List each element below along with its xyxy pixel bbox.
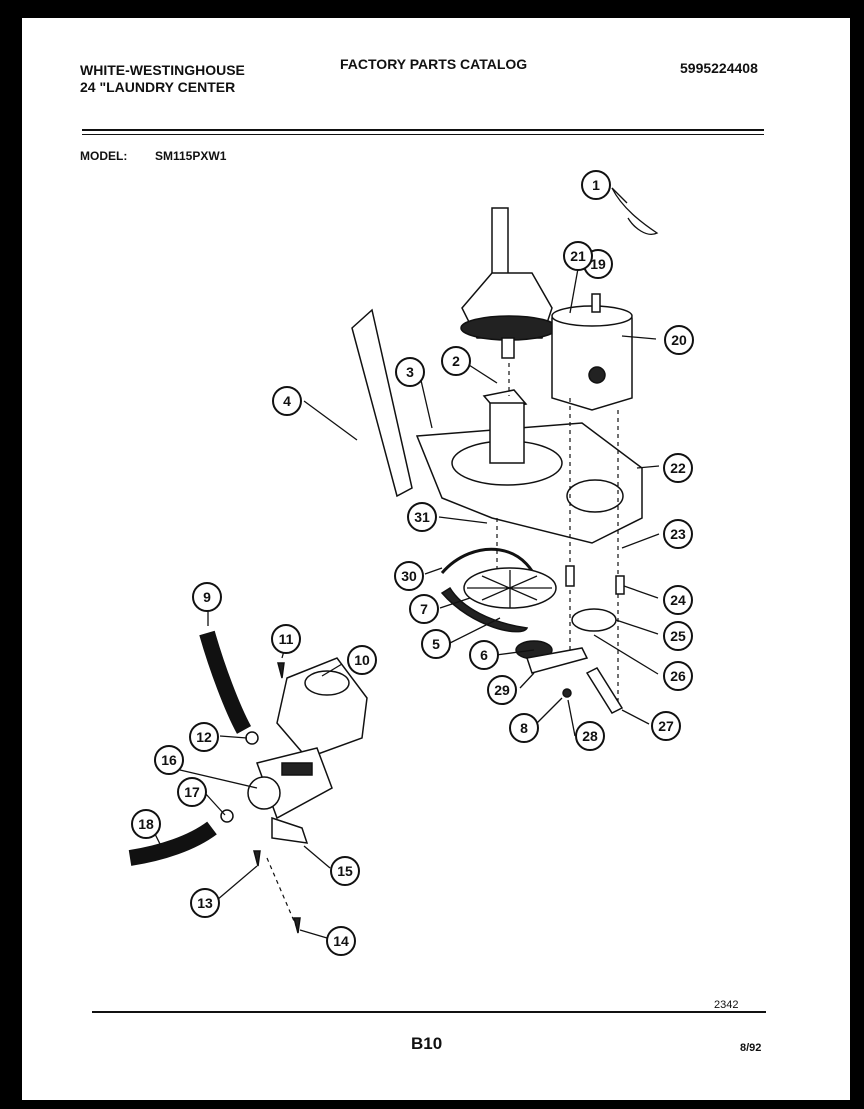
callout-22: 22 (663, 453, 693, 483)
header-rule (82, 129, 764, 131)
svg-text:6: 6 (480, 647, 488, 663)
svg-text:25: 25 (670, 628, 686, 644)
svg-text:31: 31 (414, 509, 430, 525)
svg-text:17: 17 (184, 784, 200, 800)
svg-text:16: 16 (161, 752, 177, 768)
drive-pulley-part (515, 640, 624, 714)
svg-text:13: 13 (197, 895, 213, 911)
callout-28: 28 (575, 721, 605, 751)
base-plate-part (415, 402, 643, 544)
footer-rule (92, 1011, 766, 1013)
motor-pulley-part (571, 608, 617, 632)
svg-text:18: 18 (138, 816, 154, 832)
callout-3: 3 (395, 357, 425, 387)
model-number: SM115PXW1 (155, 149, 227, 163)
screw-part (253, 850, 261, 867)
callout-4: 4 (272, 386, 302, 416)
callout-25: 25 (663, 621, 693, 651)
page-number: B10 (411, 1034, 443, 1053)
svg-text:24: 24 (670, 592, 686, 608)
callout-1: 1 (581, 170, 611, 200)
callout-21: 21 (563, 241, 593, 271)
svg-text:21: 21 (570, 248, 586, 264)
callout-7: 7 (409, 594, 439, 624)
svg-text:26: 26 (670, 668, 686, 684)
header-rule-thin (82, 134, 764, 135)
transmission-part (460, 207, 558, 359)
callout-6: 6 (469, 640, 499, 670)
svg-text:19: 19 (590, 256, 606, 272)
callout-31: 31 (407, 502, 437, 532)
callout-9: 9 (192, 582, 222, 612)
svg-text:3: 3 (406, 364, 414, 380)
callout-8: 8 (509, 713, 539, 743)
svg-text:11: 11 (279, 631, 294, 647)
spacer-part (615, 575, 625, 595)
callout-12: 12 (189, 722, 219, 752)
callout-27: 27 (651, 711, 681, 741)
svg-text:10: 10 (354, 652, 370, 668)
svg-text:27: 27 (658, 718, 674, 734)
bolt-part (565, 565, 575, 587)
screw-part (293, 917, 301, 934)
clamp-part (245, 731, 259, 745)
revision-date: 8/92 (740, 1042, 762, 1054)
callout-26: 26 (663, 661, 693, 691)
exploded-parts-diagram: 1 2 3 4 5 6 7 8 9 10 11 12 13 14 15 16 1… (128, 170, 694, 956)
callout-5: 5 (421, 629, 451, 659)
callout-10: 10 (347, 645, 377, 675)
callout-24: 24 (663, 585, 693, 615)
callout-2: 2 (441, 346, 471, 376)
water-pump-housing-part (276, 657, 368, 759)
callout-15: 15 (330, 856, 360, 886)
parts-sheet: WHITE-WESTINGHOUSE 24 "LAUNDRY CENTER FA… (22, 18, 850, 1100)
mounting-bracket-part (351, 308, 413, 498)
catalog-number: 5995224408 (680, 60, 758, 76)
catalog-title: FACTORY PARTS CATALOG (340, 56, 528, 72)
callout-13: 13 (190, 888, 220, 918)
wire-clip-part (611, 187, 659, 235)
svg-text:14: 14 (333, 933, 349, 949)
svg-text:29: 29 (494, 682, 510, 698)
svg-text:8: 8 (520, 720, 528, 736)
model-label: MODEL: (80, 149, 128, 163)
svg-text:1: 1 (592, 177, 600, 193)
screw-part (277, 662, 285, 679)
svg-text:5: 5 (432, 636, 440, 652)
callout-11: 11 (271, 624, 301, 654)
svg-text:30: 30 (401, 568, 417, 584)
pump-motor-part (247, 747, 333, 844)
drive-motor-part (551, 293, 633, 411)
callout-29: 29 (487, 675, 517, 705)
drain-hose-part (199, 630, 252, 734)
drawing-number: 2342 (714, 999, 739, 1011)
svg-text:15: 15 (337, 863, 353, 879)
inlet-hose-part (128, 821, 217, 866)
callout-17: 17 (177, 777, 207, 807)
brand-name: WHITE-WESTINGHOUSE (80, 62, 245, 78)
svg-text:12: 12 (196, 729, 212, 745)
svg-text:20: 20 (671, 332, 687, 348)
svg-text:22: 22 (670, 460, 686, 476)
svg-text:2: 2 (452, 353, 460, 369)
pulley-assembly-part (440, 547, 557, 633)
product-name: 24 "LAUNDRY CENTER (80, 79, 236, 95)
svg-text:28: 28 (582, 728, 598, 744)
callout-14: 14 (326, 926, 356, 956)
callout-16: 16 (154, 745, 184, 775)
svg-text:4: 4 (283, 393, 291, 409)
callout-18: 18 (131, 809, 161, 839)
svg-text:23: 23 (670, 526, 686, 542)
svg-text:9: 9 (203, 589, 211, 605)
callout-23: 23 (663, 519, 693, 549)
callout-20: 20 (664, 325, 694, 355)
callout-30: 30 (394, 561, 424, 591)
svg-text:7: 7 (420, 601, 428, 617)
